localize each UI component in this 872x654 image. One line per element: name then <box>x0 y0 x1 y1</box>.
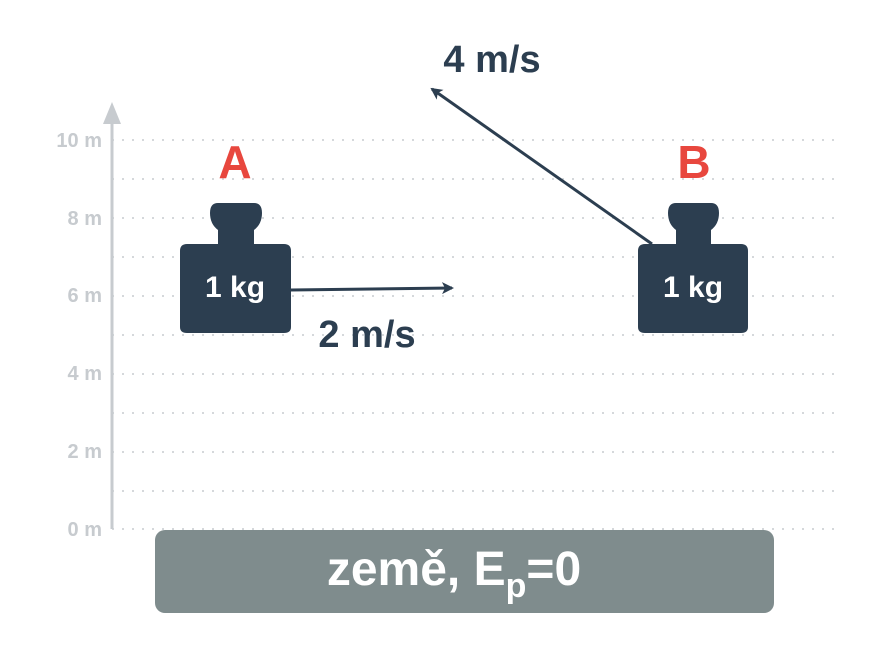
tick-label-4: 4 m <box>68 363 102 385</box>
grid <box>112 139 835 530</box>
ground-rect <box>155 530 774 613</box>
ground-label-subscript: p <box>506 567 527 605</box>
tick-label-8: 8 m <box>68 208 102 230</box>
tick-label-6: 6 m <box>68 285 102 307</box>
velocity-b-label: 4 m/s <box>443 39 540 81</box>
tick-label-2: 2 m <box>68 441 102 463</box>
ground-bar: země, Ep=0 <box>155 530 774 613</box>
ground-label-tail: =0 <box>526 543 581 596</box>
height-axis <box>103 102 121 529</box>
tick-label-10: 10 m <box>56 130 102 152</box>
weight-b-icon <box>638 203 748 333</box>
tick-label-0: 0 m <box>68 519 102 541</box>
object-a-letter: A <box>218 136 251 188</box>
weight-a-mass-label: 1 kg <box>205 271 265 304</box>
object-a: A 1 kg 2 m/s <box>180 136 454 356</box>
weight-b-mass-label: 1 kg <box>663 271 723 304</box>
velocity-b-arrow <box>430 87 653 246</box>
object-b-letter: B <box>677 136 710 188</box>
weight-a-icon <box>180 203 291 333</box>
object-b: B 1 kg 4 m/s <box>430 39 748 333</box>
ground-label: země, Ep=0 <box>327 543 581 605</box>
tick-labels: 0 m 2 m 4 m 6 m 8 m 10 m <box>56 130 102 541</box>
ground-label-main: země, E <box>327 543 506 596</box>
axis-arrowhead <box>103 102 121 124</box>
velocity-a-arrow <box>290 282 454 295</box>
velocity-a-label: 2 m/s <box>318 314 415 356</box>
